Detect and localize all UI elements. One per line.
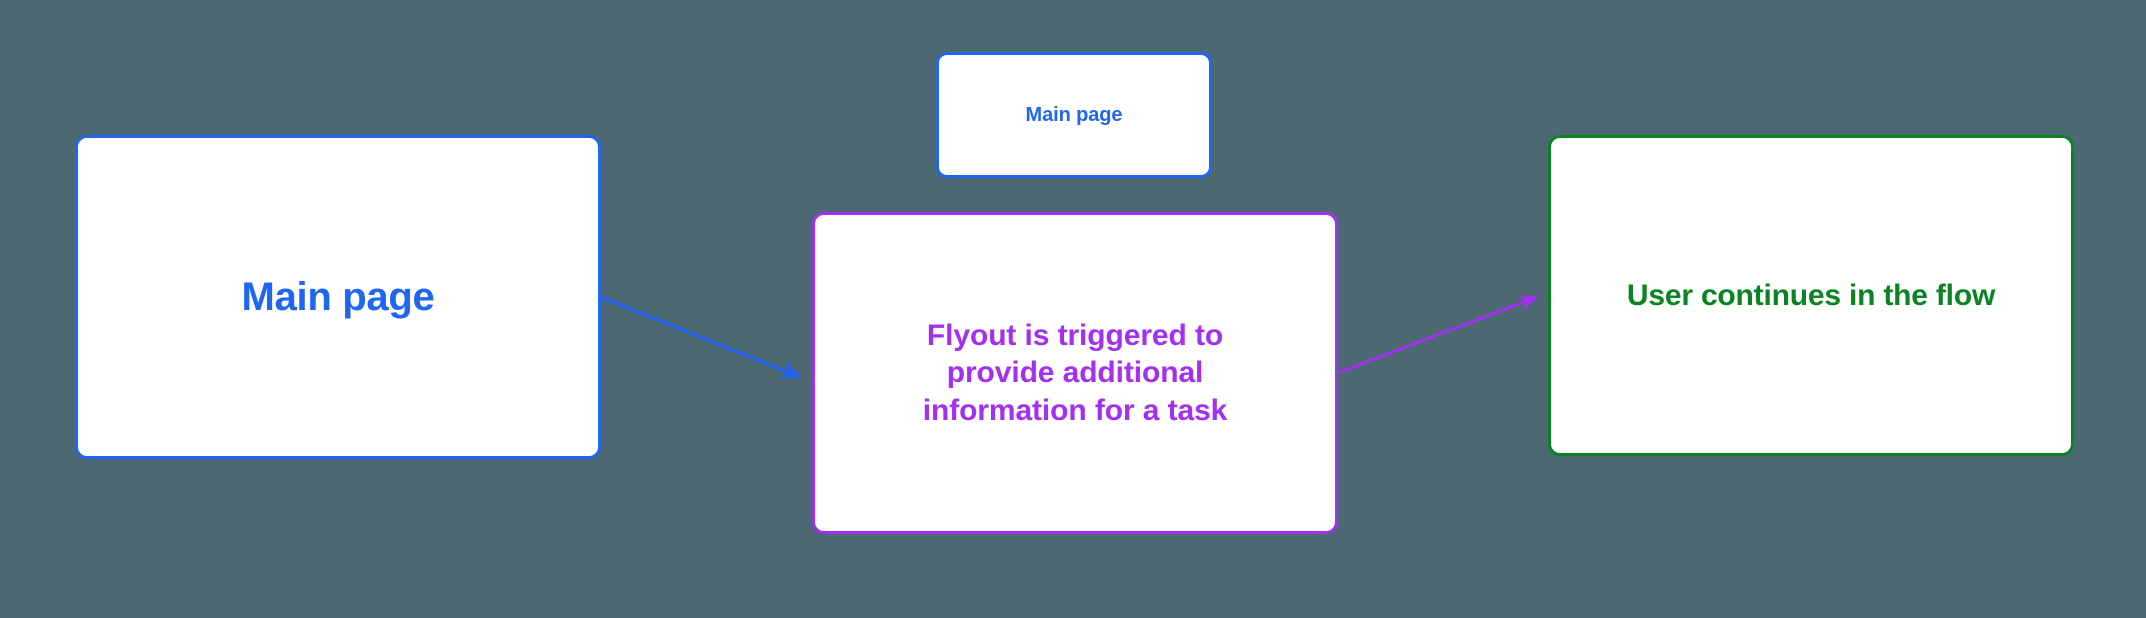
node-main-page-left-label: Main page xyxy=(241,275,435,319)
node-flyout[interactable]: Flyout is triggered to provide additiona… xyxy=(812,212,1338,534)
connector-flyout-to-user-continues xyxy=(1339,295,1539,374)
node-flyout-label: Flyout is triggered to provide additiona… xyxy=(922,318,1228,427)
node-user-continues[interactable]: User continues in the flow xyxy=(1548,135,2074,456)
node-user-continues-label: User continues in the flow xyxy=(1626,278,1996,312)
node-main-page-top-label: Main page xyxy=(1025,103,1123,126)
node-main-page-left[interactable]: Main page xyxy=(75,135,601,459)
connector-main-page-to-flyout xyxy=(600,295,802,379)
node-main-page-top[interactable]: Main page xyxy=(936,52,1212,178)
